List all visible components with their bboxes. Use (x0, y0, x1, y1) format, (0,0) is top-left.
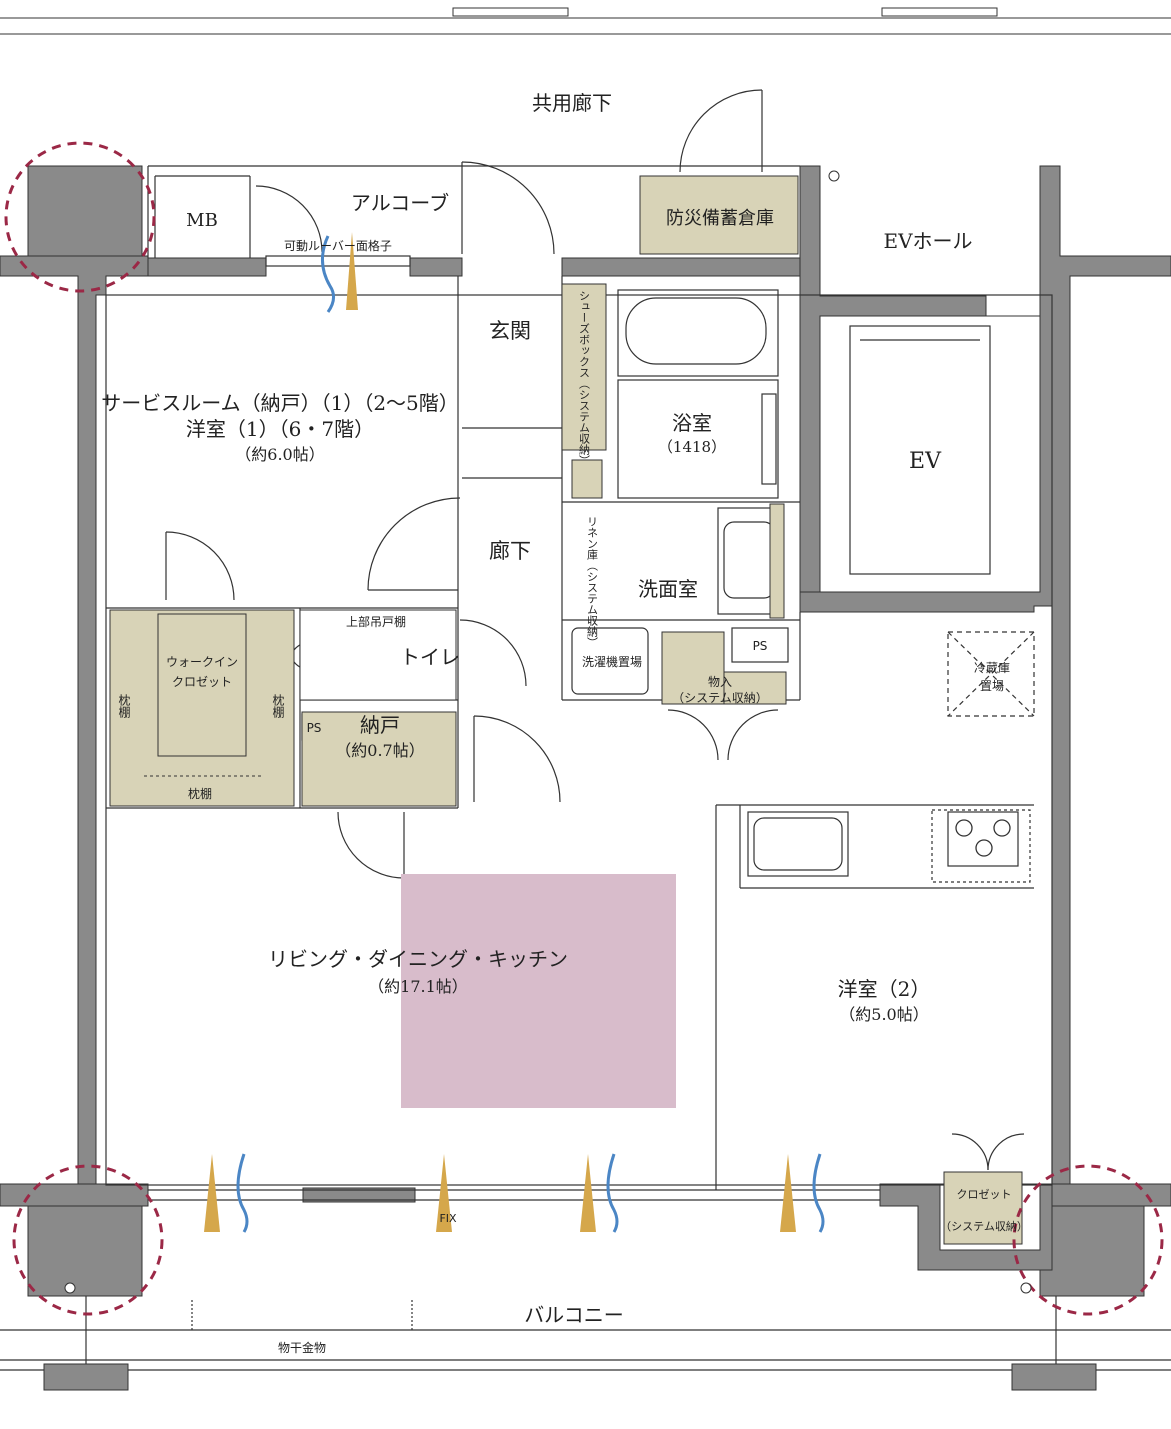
bath-label: 浴室 (672, 411, 712, 435)
fix-label: FIX (439, 1212, 457, 1225)
entrance-label: 玄関 (489, 319, 531, 343)
pillow-shelf-left: 枕棚 (117, 693, 131, 719)
light-orange-icon (204, 1154, 220, 1232)
service-room-size: （約6.0帖） (235, 445, 324, 464)
storage-label: 納戸 (360, 713, 400, 737)
closet-small-label-1: クロゼット (957, 1188, 1012, 1201)
walkin-label-1: ウォークイン (166, 655, 238, 669)
closet-label-2: （システム収納） (672, 691, 768, 705)
toilet-label: トイレ (400, 645, 460, 669)
ev-label: EV (909, 449, 942, 474)
balcony-label: バルコニー (524, 1303, 624, 1327)
fridge-label-1: 冷蔵庫 (974, 661, 1010, 675)
common-corridor-label: 共用廊下 (532, 91, 612, 115)
ldk-size-label: （約17.1帖） (368, 977, 468, 996)
western2-label: 洋室（2） (838, 977, 931, 1001)
bath-size-label: （1418） (658, 438, 726, 456)
balcony-footings (43, 1363, 1097, 1391)
shoe-box-label: シューズボックス（システム収納） (578, 290, 591, 466)
ps-label-kitchen: PS (753, 639, 768, 653)
light-orange-icon (780, 1154, 796, 1232)
washer-label: 洗濯機置場 (582, 654, 642, 669)
mb-label: MB (186, 210, 218, 231)
washroom-label: 洗面室 (638, 577, 698, 601)
column-markers (4, 141, 1164, 1316)
ps-label-toilet: PS (307, 721, 322, 735)
window-markers (204, 232, 825, 1233)
louver-lattice-label: 可動ルーバー面格子 (284, 238, 392, 253)
air-blue-icon (606, 1153, 619, 1233)
service-room-line1: サービスルーム（納戸）（1）（2〜5階） (101, 391, 459, 415)
room-outlines (0, 89, 1171, 1371)
air-blue-icon (236, 1153, 249, 1233)
top-border-lines (0, 7, 1171, 35)
pillow-shelf-right: 枕棚 (271, 693, 285, 719)
walls (0, 165, 1171, 1297)
upper-shelf-label: 上部吊戸棚 (346, 614, 406, 629)
hallway-label: 廊下 (489, 539, 531, 563)
closet-label-1: 物入 (708, 675, 732, 689)
disaster-storage-label: 防災備蓄倉庫 (666, 208, 774, 229)
pillar-marker (64, 1282, 76, 1294)
clothes-pole-label: 物干金物 (278, 1340, 326, 1355)
pillar-marker (828, 170, 840, 182)
walkin-inner (157, 613, 247, 757)
ev-hall-label: EVホール (883, 229, 972, 253)
air-blue-icon (321, 235, 335, 313)
walkin-label-2: クロゼット (172, 675, 232, 689)
light-orange-icon (436, 1154, 452, 1232)
alcove-label: アルコーブ (351, 191, 449, 215)
storage-size-label: （約0.7帖） (335, 741, 424, 760)
closet-small-label-2: （システム収納） (940, 1220, 1028, 1233)
stove-burner-icon (955, 819, 1011, 857)
pillar-marker (1020, 1282, 1032, 1294)
service-room-line2: 洋室（1）（6・7階） (186, 417, 374, 441)
western2-size-label: （約5.0帖） (839, 1005, 928, 1024)
storage-fills (109, 175, 1023, 1245)
ldk-label: リビング・ダイニング・キッチン (268, 947, 568, 971)
ldk-highlight (401, 874, 676, 1108)
pillow-shelf-bottom: 枕棚 (188, 786, 212, 801)
light-orange-icon (346, 232, 358, 310)
fridge-label-2: 置場 (980, 679, 1004, 693)
linen-label: リネン庫（システム収納） (586, 516, 599, 648)
air-blue-icon (812, 1153, 825, 1233)
light-orange-icon (580, 1154, 596, 1232)
